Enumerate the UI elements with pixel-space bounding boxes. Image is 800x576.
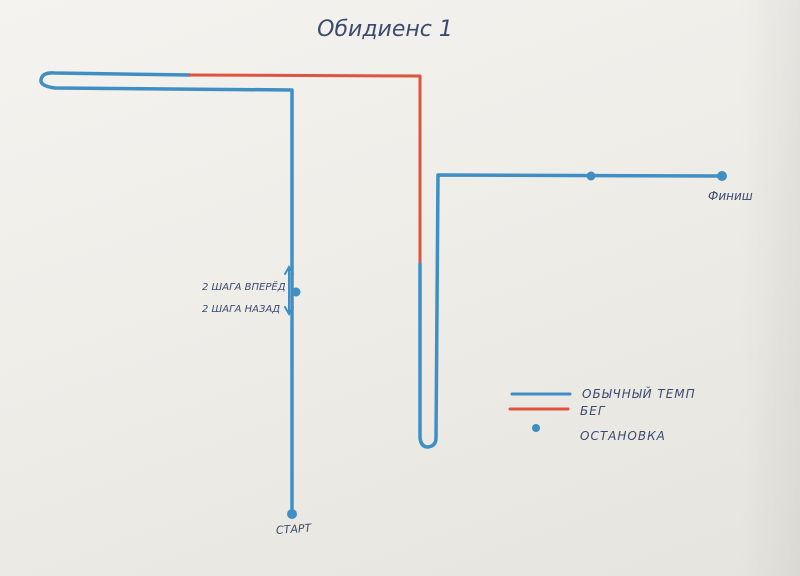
legend: ОБЫЧНЫЙ ТЕМП БЕГ ОСТАНОВКА (508, 386, 696, 443)
legend-run-label: БЕГ (580, 404, 606, 418)
normal-pace-path-start (39, 71, 294, 516)
steps-back-label: 2 ШАГА НАЗАД (202, 304, 280, 315)
legend-normal-label: ОБЫЧНЫЙ ТЕМП (582, 386, 696, 401)
stop-dot-start (287, 509, 297, 519)
paper-shadow (740, 0, 800, 576)
finish-label: Финиш (708, 189, 753, 203)
stop-dot-mid (586, 171, 596, 181)
steps-forward-label: 2 ШАГА ВПЕРЁД (202, 280, 286, 293)
start-label: СТАРТ (276, 521, 313, 537)
arrow-back (284, 287, 294, 317)
run-path (188, 73, 422, 266)
stop-dot-steps (291, 287, 301, 297)
legend-stop-swatch (532, 424, 540, 432)
diagram-title: Обидиенс 1 (317, 17, 453, 42)
stop-dot-finish (717, 171, 727, 181)
legend-stop-label: ОСТАНОВКА (580, 429, 666, 443)
normal-pace-path-finish (418, 173, 724, 449)
